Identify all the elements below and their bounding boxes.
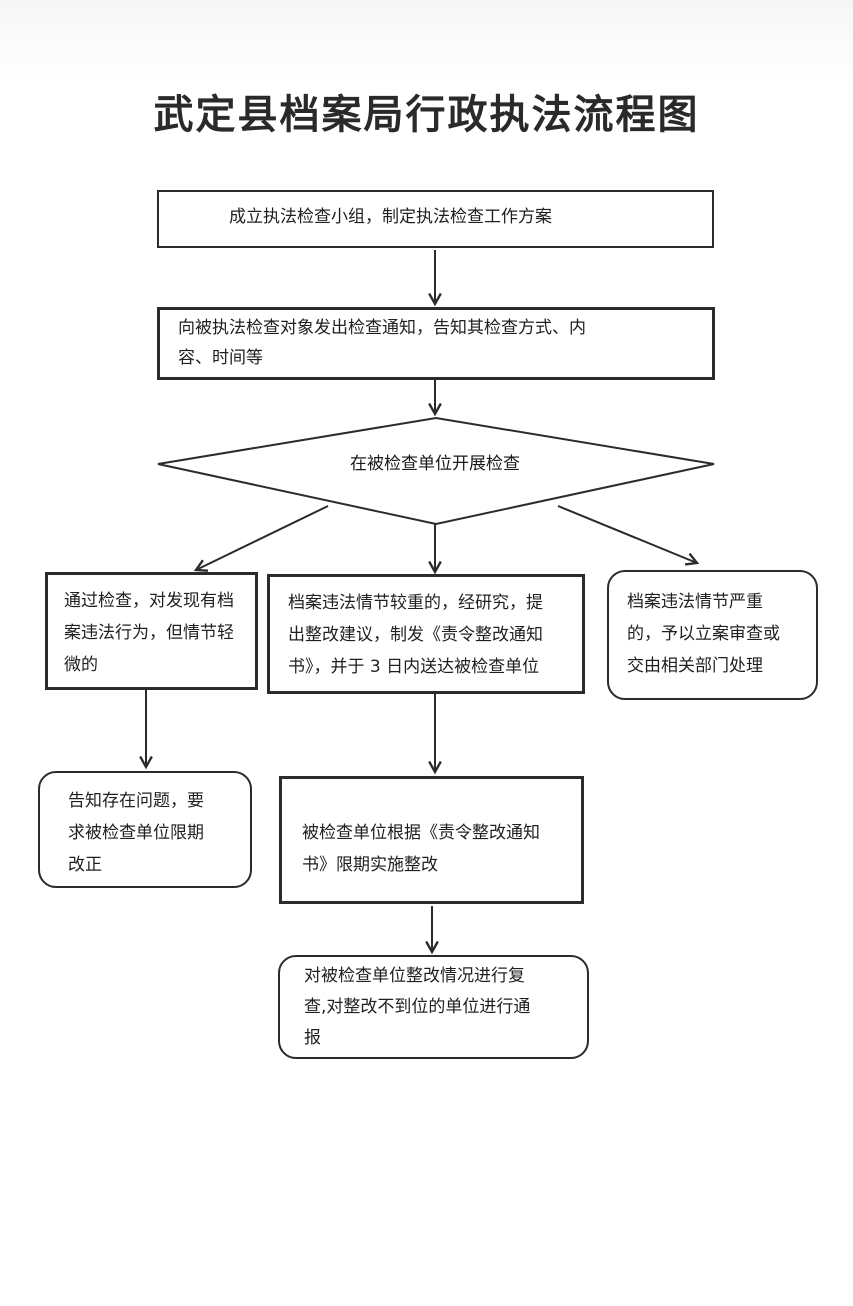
result-implement-rectification: 被检查单位根据《责令整改通知 书》限期实施整改 xyxy=(279,776,584,904)
branch-minor-violation: 通过检查，对发现有档 案违法行为，但情节轻 微的 xyxy=(45,572,258,690)
branch-serious-violation: 档案违法情节较重的，经研究，提 出整改建议，制发《责令整改通知 书》，并于 3 … xyxy=(267,574,585,694)
final-review-report: 对被检查单位整改情况进行复 查,对整改不到位的单位进行通 报 xyxy=(278,955,589,1059)
decision-diamond xyxy=(157,416,715,526)
decision-label: 在被检查单位开展检查 xyxy=(350,454,520,474)
branch-severe-violation: 档案违法情节严重 的，予以立案审查或 交由相关部门处理 xyxy=(607,570,818,700)
result-notify-correction: 告知存在问题，要 求被检查单位限期 改正 xyxy=(38,771,252,888)
scan-background xyxy=(0,0,853,80)
step-issue-notice: 向被执法检查对象发出检查通知，告知其检查方式、内 容、时间等 xyxy=(157,307,715,380)
step-form-inspection-team: 成立执法检查小组，制定执法检查工作方案 xyxy=(157,190,714,248)
arrow-decision-to-right xyxy=(557,505,697,563)
page-title: 武定县档案局行政执法流程图 xyxy=(153,91,700,138)
arrow-decision-to-left xyxy=(196,505,329,570)
